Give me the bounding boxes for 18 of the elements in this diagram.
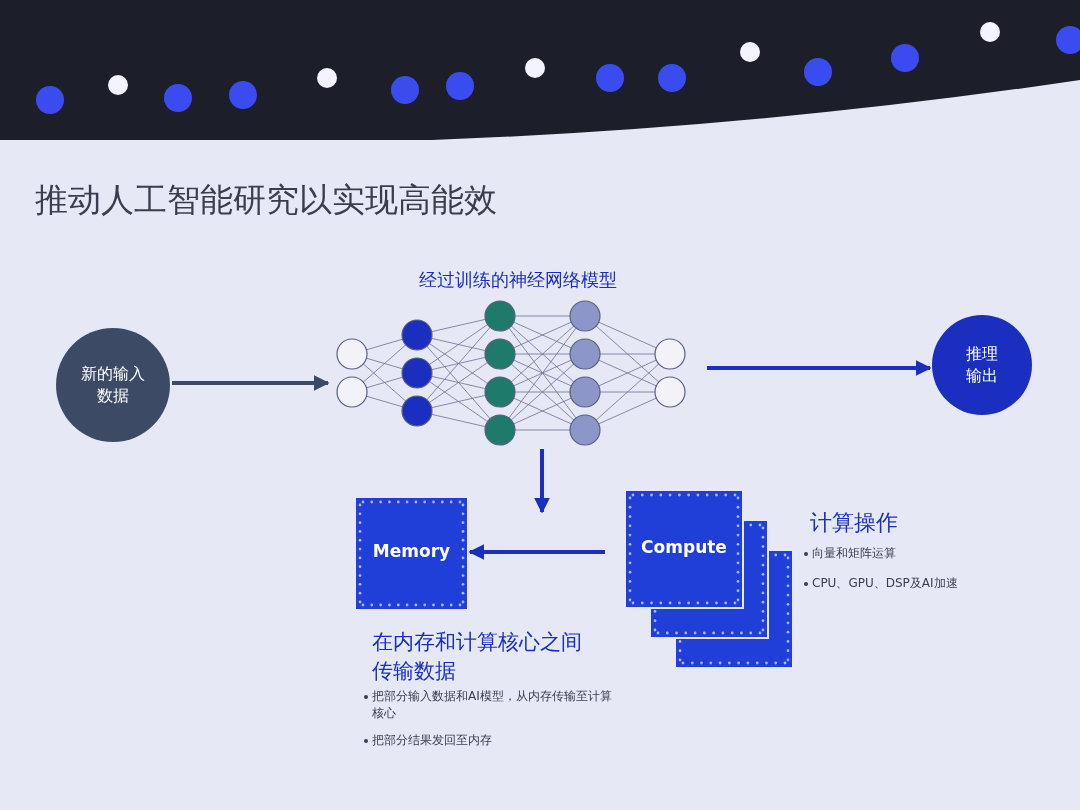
- circle-label: 推理输出: [965, 343, 999, 387]
- arrow: [468, 544, 605, 560]
- section-heading: 计算操作: [810, 509, 899, 537]
- arrow: [534, 449, 550, 514]
- section-heading: 在内存和计算核心之间传输数据: [372, 629, 583, 686]
- bullet-text: 把部分结果发回至内存: [372, 732, 493, 749]
- network-heading: 经过训练的神经网络模型: [417, 268, 618, 292]
- chip-label: Compute: [640, 537, 728, 557]
- circle-label: 新的输入数据: [80, 363, 146, 407]
- bullet-text: 向量和矩阵运算: [812, 545, 897, 562]
- compute-chip-stack: [625, 490, 795, 668]
- memory-chip: [355, 497, 468, 612]
- arrow: [707, 360, 932, 376]
- bullet-text: CPU、GPU、DSP及AI加速: [812, 575, 959, 592]
- slide-title: 推动人工智能研究以实现高能效: [35, 179, 497, 221]
- chip-label: Memory: [371, 541, 452, 561]
- bullet-text: 把部分输入数据和AI模型，从内存传输至计算核心: [372, 688, 613, 722]
- arrow: [172, 375, 330, 391]
